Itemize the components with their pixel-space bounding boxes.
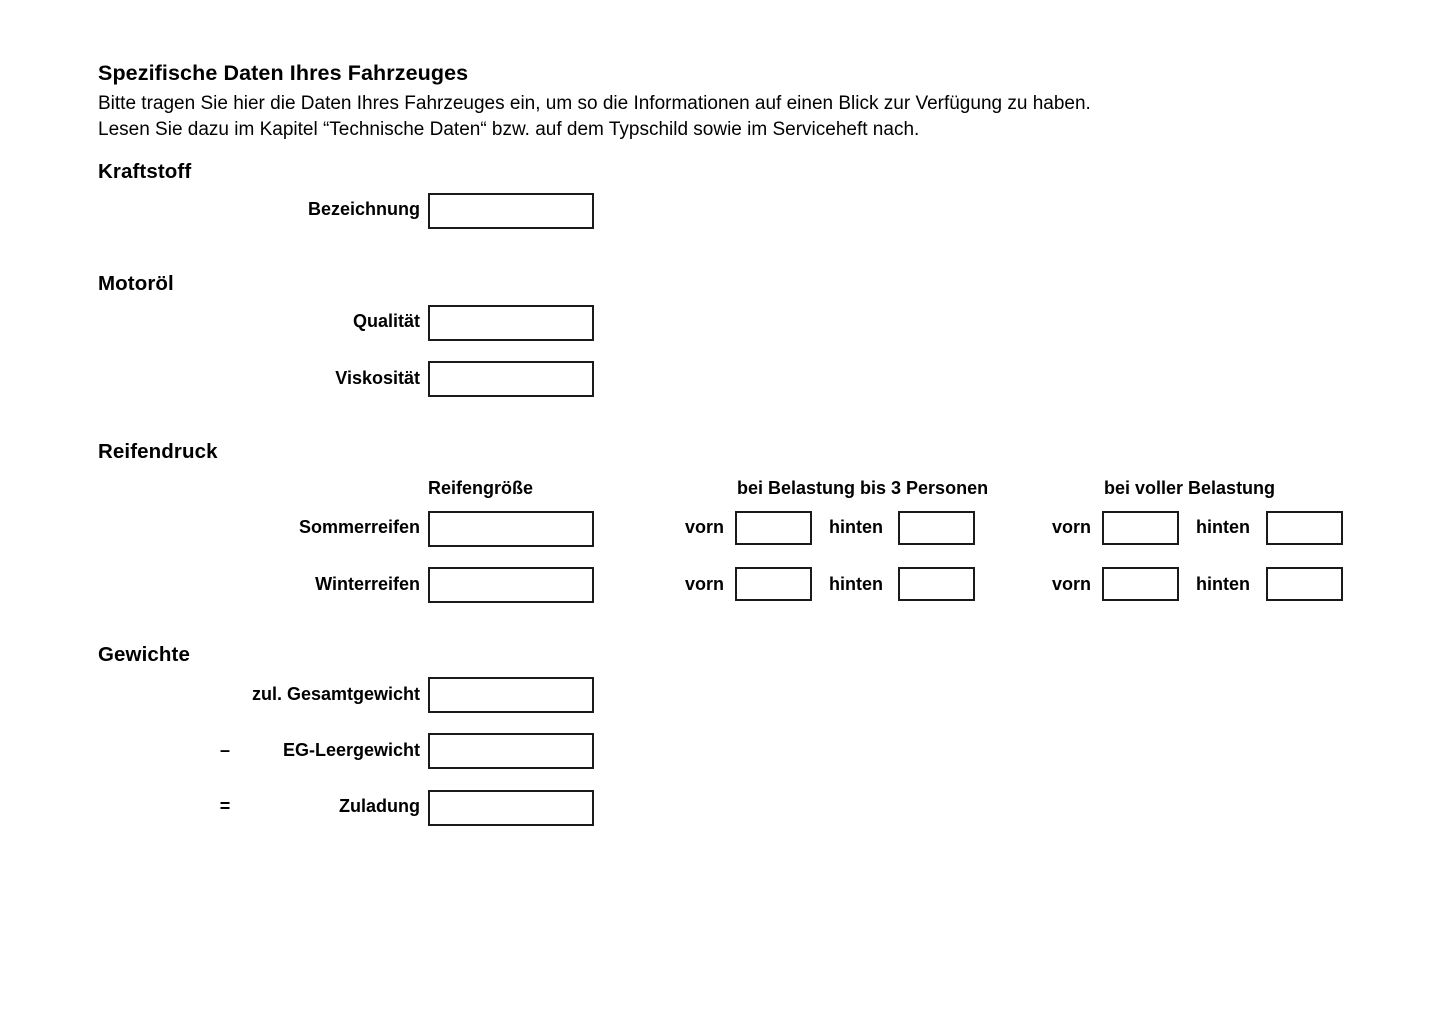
input-winterreifen-volllast-hinten[interactable] <box>1266 567 1343 601</box>
page-title: Spezifische Daten Ihres Fahrzeuges <box>98 61 469 85</box>
input-bezeichnung[interactable] <box>428 193 594 229</box>
label-eg-leergewicht: EG-Leergewicht <box>282 740 420 760</box>
label-sommerreifen: Sommerreifen <box>298 517 420 537</box>
input-winterreifen-volllast-vorn[interactable] <box>1102 567 1179 601</box>
input-sommerreifen-volllast-hinten[interactable] <box>1266 511 1343 545</box>
label-viskositaet: Viskosität <box>335 368 420 388</box>
section-heading-reifendruck: Reifendruck <box>98 440 218 463</box>
label-winterreifen-3personen-hinten: hinten <box>829 574 883 594</box>
input-sommerreifen-reifengroesse[interactable] <box>428 511 594 547</box>
label-winterreifen: Winterreifen <box>315 574 420 594</box>
intro-line-2: Lesen Sie dazu im Kapitel “Technische Da… <box>98 118 920 140</box>
input-sommerreifen-3personen-vorn[interactable] <box>735 511 812 545</box>
input-zul-gesamtgewicht[interactable] <box>428 677 594 713</box>
input-sommerreifen-volllast-vorn[interactable] <box>1102 511 1179 545</box>
label-winterreifen-volllast-vorn: vorn <box>1052 574 1092 594</box>
label-sommerreifen-volllast-hinten: hinten <box>1196 517 1250 537</box>
label-qualitaet: Qualität <box>352 311 420 331</box>
input-viskositaet[interactable] <box>428 361 594 397</box>
label-winterreifen-3personen-vorn: vorn <box>685 574 725 594</box>
operator-equals-icon: = <box>219 796 231 816</box>
label-winterreifen-volllast-hinten: hinten <box>1196 574 1250 594</box>
label-bezeichnung: Bezeichnung <box>307 199 420 219</box>
label-sommerreifen-volllast-vorn: vorn <box>1052 517 1092 537</box>
section-heading-gewichte: Gewichte <box>98 643 190 666</box>
input-qualitaet[interactable] <box>428 305 594 341</box>
column-header-belastung-3-personen: bei Belastung bis 3 Personen <box>737 478 989 498</box>
intro-line-1: Bitte tragen Sie hier die Daten Ihres Fa… <box>98 92 1091 114</box>
section-heading-motoroel: Motoröl <box>98 272 174 295</box>
input-eg-leergewicht[interactable] <box>428 733 594 769</box>
label-zul-gesamtgewicht: zul. Gesamtgewicht <box>251 684 420 704</box>
input-winterreifen-3personen-hinten[interactable] <box>898 567 975 601</box>
input-winterreifen-reifengroesse[interactable] <box>428 567 594 603</box>
input-winterreifen-3personen-vorn[interactable] <box>735 567 812 601</box>
label-sommerreifen-3personen-hinten: hinten <box>829 517 883 537</box>
label-zuladung: Zuladung <box>339 796 420 816</box>
intro-block: Spezifische Daten Ihres Fahrzeuges Bitte… <box>98 60 1278 143</box>
section-heading-kraftstoff: Kraftstoff <box>98 160 192 183</box>
input-sommerreifen-3personen-hinten[interactable] <box>898 511 975 545</box>
label-sommerreifen-3personen-vorn: vorn <box>685 517 725 537</box>
column-header-volle-belastung: bei voller Belastung <box>1104 478 1276 498</box>
input-zuladung[interactable] <box>428 790 594 826</box>
column-header-reifengroesse: Reifengröße <box>428 478 534 498</box>
operator-minus-icon: – <box>219 740 230 760</box>
